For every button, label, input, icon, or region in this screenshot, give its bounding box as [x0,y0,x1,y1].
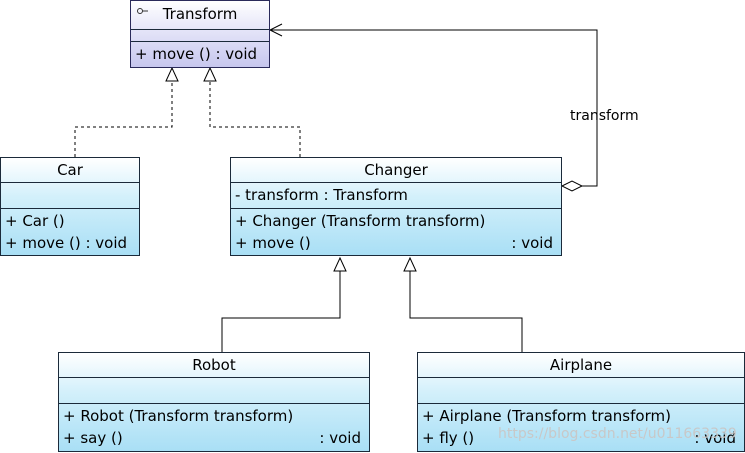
airplane-generalization-line [409,271,523,352]
aggregation-diamond [560,180,584,192]
class-name: Transform [162,5,238,23]
association-label: transform [570,108,639,124]
changer-class[interactable]: Changer - transform : Transform + Change… [230,157,562,256]
attribute: - transform : Transform [235,186,408,204]
aggregation-line [270,29,598,187]
class-name: Airplane [549,356,613,374]
operation: + Changer (Transform transform) [235,212,486,230]
interface-icon [137,8,148,14]
airplane-generalization-arrowhead [403,256,417,272]
operation: + say () [63,429,123,447]
watermark: https://blog.csdn.net/u011663339 [498,426,737,442]
operation: + Robot (Transform transform) [63,407,294,425]
return-type: : void [511,234,553,252]
car-realization-arrowhead [165,66,179,82]
return-type: : void [319,429,361,447]
car-class[interactable]: Car + Car () + move () : void [0,157,140,256]
transform-interface[interactable]: Transform + move () : void [130,0,270,68]
operation: + Car () [5,212,65,230]
car-realization-line [74,81,173,157]
return-type: : void [694,429,736,447]
changer-realization-arrowhead [203,66,217,82]
operation: + fly () [422,429,475,447]
operation: + move () : void [135,45,258,63]
operation: + move () [235,234,311,252]
changer-realization-line [209,81,301,157]
class-name: Car [57,161,83,179]
airplane-class[interactable]: Airplane + Airplane (Transform transform… [417,352,745,452]
operation: + move () : void [5,234,128,252]
aggregation-arrowhead [268,23,283,37]
robot-generalization-line [221,271,341,352]
robot-generalization-arrowhead [333,256,347,272]
class-name: Changer [364,161,428,179]
class-name: Robot [192,356,236,374]
operation: + Airplane (Transform transform) [422,407,671,425]
robot-class[interactable]: Robot + Robot (Transform transform) + sa… [58,352,370,452]
